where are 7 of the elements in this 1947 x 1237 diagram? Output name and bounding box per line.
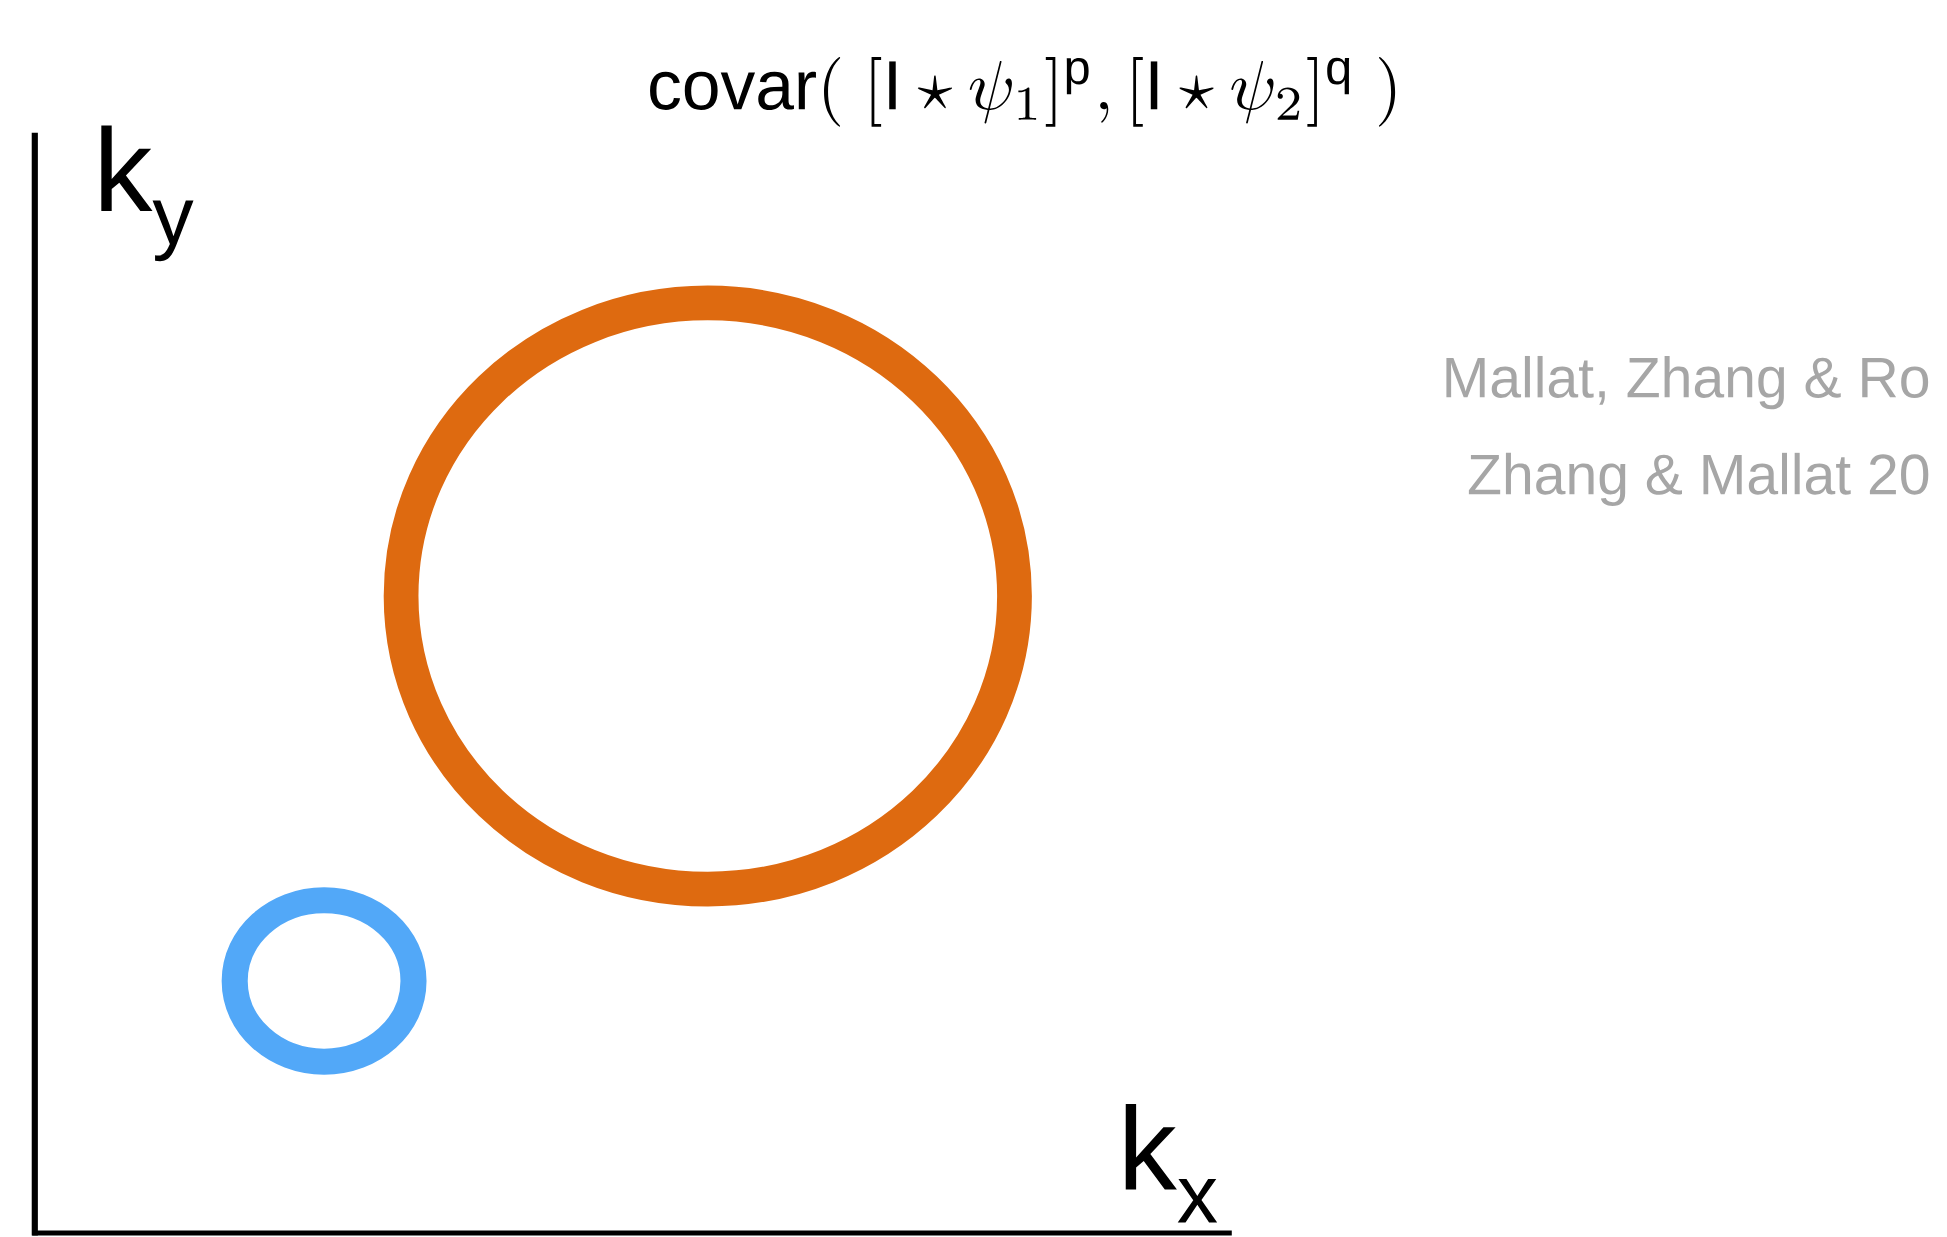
axis-label: k$_{x}$ bbox=[1125, 1104, 1218, 1223]
citation-text: Zhang & Mallat 20 bbox=[1468, 452, 1929, 507]
axis-label: k$_{y}$ bbox=[101, 125, 194, 262]
ellipse bbox=[383, 285, 1032, 907]
formula-title: $\mathrm{covar}(\;[\mathrm{I} \star \psi_1]^{\mathrm{p}} , [\mathrm{I} \star \psi_2]^{\mathrm{q}}\;)$ bbox=[650, 57, 1396, 127]
citation-text: Mallat, Zhang & Ro bbox=[1446, 356, 1929, 410]
ellipse bbox=[221, 887, 427, 1075]
